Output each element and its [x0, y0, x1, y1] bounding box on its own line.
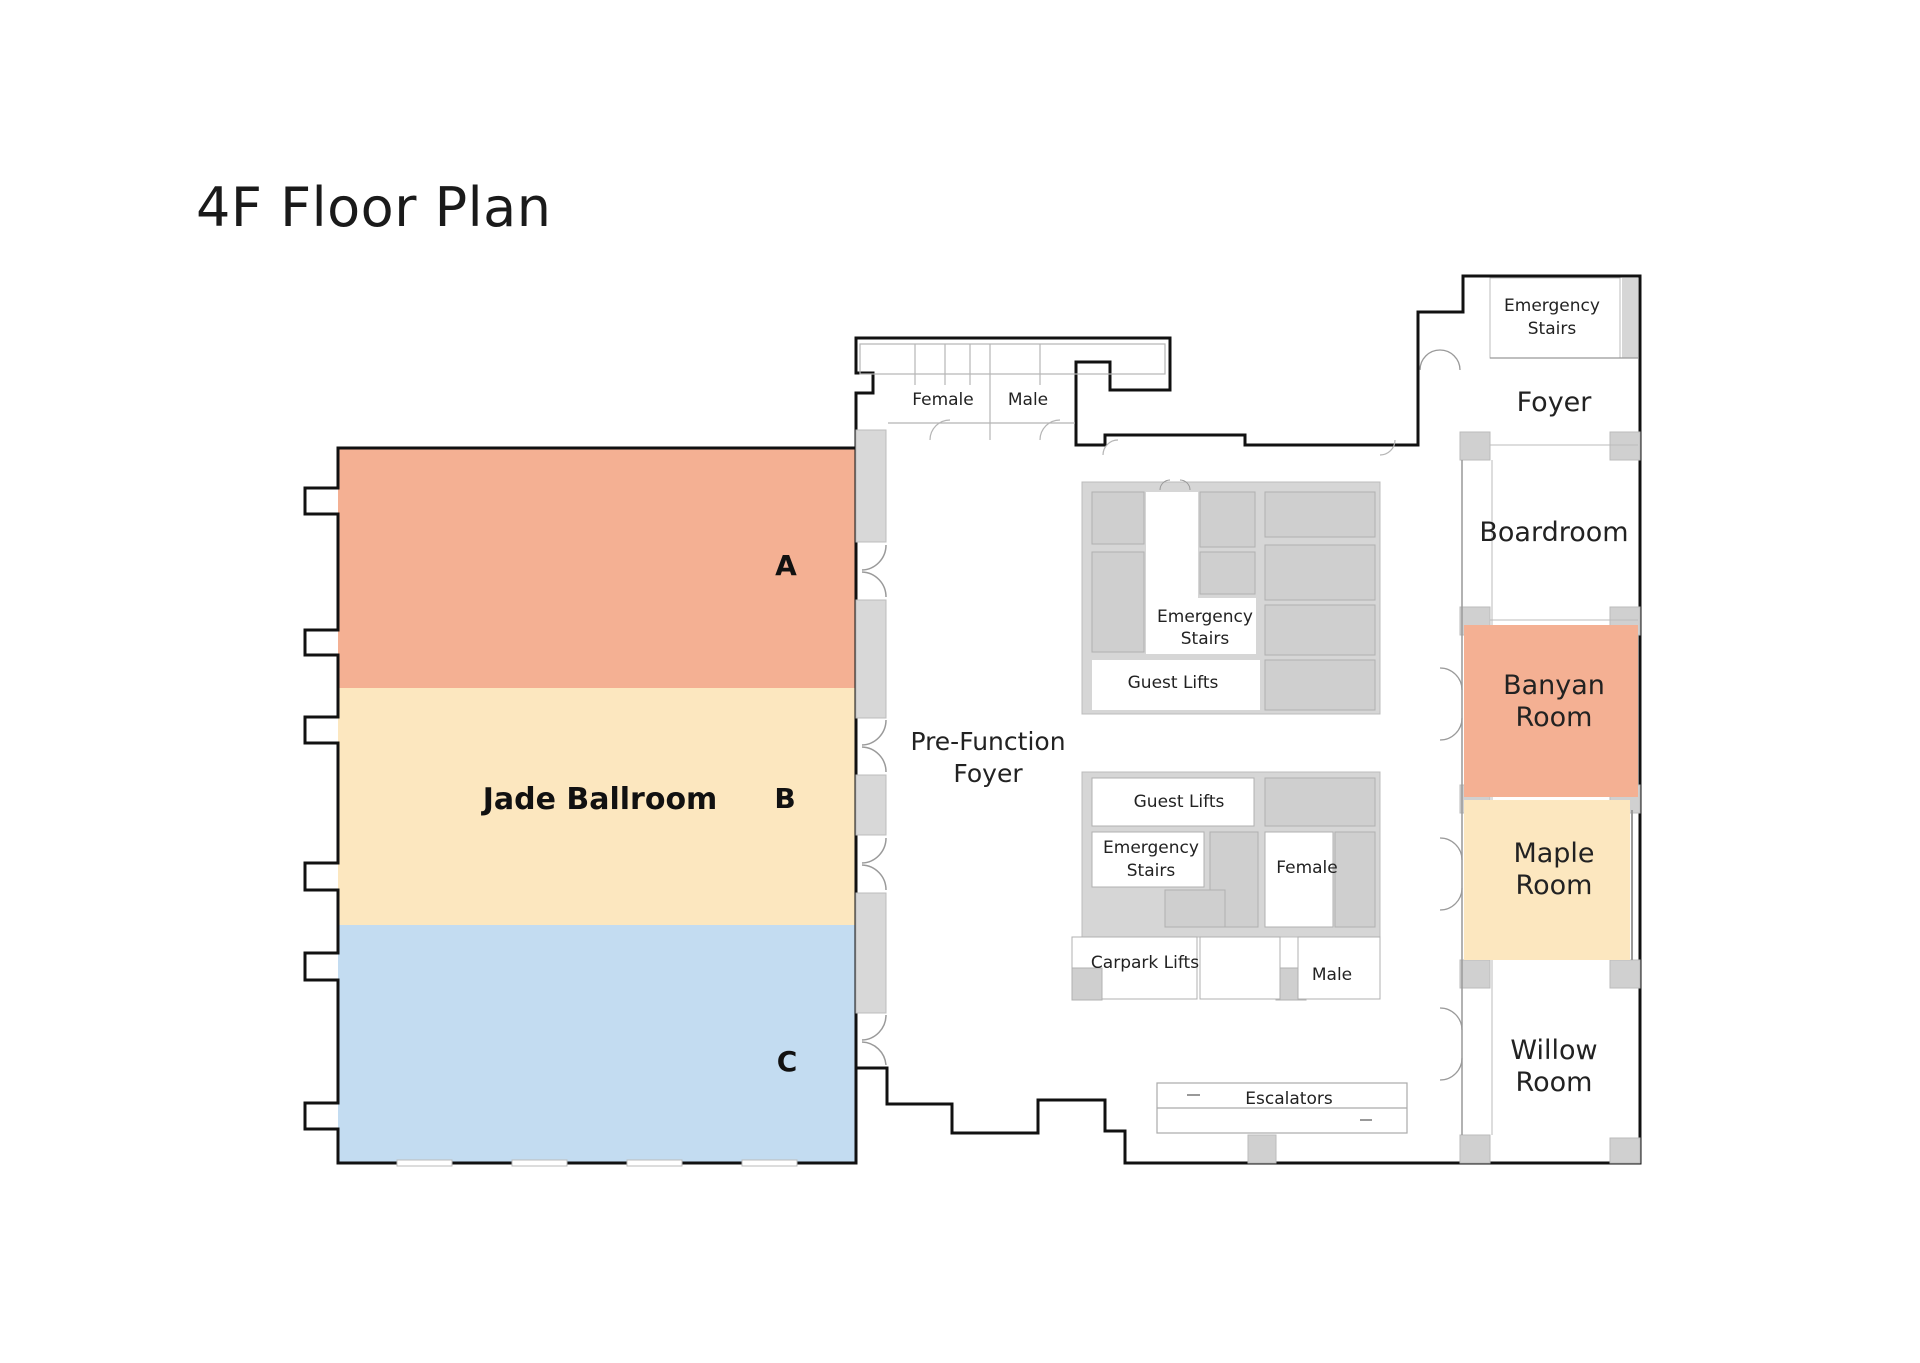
- upper-lift-core: [1081, 479, 1381, 715]
- section-c-label: C: [777, 1045, 798, 1078]
- section-b-label: B: [774, 782, 795, 815]
- banyan-room-label-line2: Room: [1516, 702, 1593, 733]
- core-lower-lifts-label: Guest Lifts: [1134, 792, 1225, 812]
- ballroom-section-b[interactable]: [338, 688, 856, 925]
- section-a-label: A: [775, 549, 797, 582]
- core-lower-stairs-label-line2: Stairs: [1127, 861, 1176, 881]
- willow-room-label-line1: Willow: [1510, 1035, 1597, 1066]
- willow-room-label-line2: Room: [1516, 1067, 1593, 1098]
- escalators-label: Escalators: [1245, 1089, 1333, 1109]
- banyan-room-label-line1: Banyan: [1503, 670, 1605, 701]
- foyer-label: Foyer: [1517, 387, 1593, 418]
- boardroom-label: Boardroom: [1479, 517, 1628, 548]
- maple-room-label-line1: Maple: [1513, 838, 1594, 869]
- carpark-lifts-label: Carpark Lifts: [1091, 953, 1199, 973]
- banyan-room[interactable]: [1464, 625, 1638, 797]
- emergency-stairs-top-label-line1: Emergency: [1504, 296, 1600, 316]
- east-room-doors: [1419, 349, 1463, 1081]
- ballroom-section-a[interactable]: [338, 448, 856, 688]
- core-lower-stairs-label-line1: Emergency: [1103, 838, 1199, 858]
- core-lower-female-label: Female: [1276, 858, 1337, 878]
- emergency-stairs-top-strip: [1622, 278, 1638, 358]
- prefunction-label-line1: Pre-Function: [910, 727, 1065, 756]
- escalators: [1156, 1082, 1408, 1134]
- core-upper-stairs-label-line2: Stairs: [1181, 629, 1230, 649]
- page-title: 4F Floor Plan: [196, 176, 552, 239]
- columns: [1247, 431, 1641, 1164]
- restroom-male-top-label: Male: [1008, 390, 1048, 410]
- ballroom-outline: [303, 446, 858, 1165]
- lower-lift-core: [1071, 771, 1381, 1001]
- emergency-stairs-top-room: [1489, 277, 1621, 359]
- core-upper-lifts-label: Guest Lifts: [1128, 673, 1219, 693]
- maple-room[interactable]: [1464, 800, 1630, 960]
- core-lower-male-label: Male: [1312, 965, 1352, 985]
- ballroom-windows: [396, 1159, 798, 1167]
- top-restroom-block: [859, 343, 1396, 456]
- emergency-stairs-top-label-line2: Stairs: [1528, 319, 1577, 339]
- ballroom-doors: [861, 544, 887, 1066]
- ballroom-name-label: Jade Ballroom: [481, 782, 718, 817]
- prefunction-label-line2: Foyer: [953, 759, 1023, 788]
- ballroom-section-c[interactable]: [338, 925, 856, 1163]
- restroom-female-top-label: Female: [912, 390, 973, 410]
- ballroom-east-wall: [855, 429, 887, 1014]
- core-upper-stairs-label-line1: Emergency: [1157, 607, 1253, 627]
- maple-room-label-line2: Room: [1516, 870, 1593, 901]
